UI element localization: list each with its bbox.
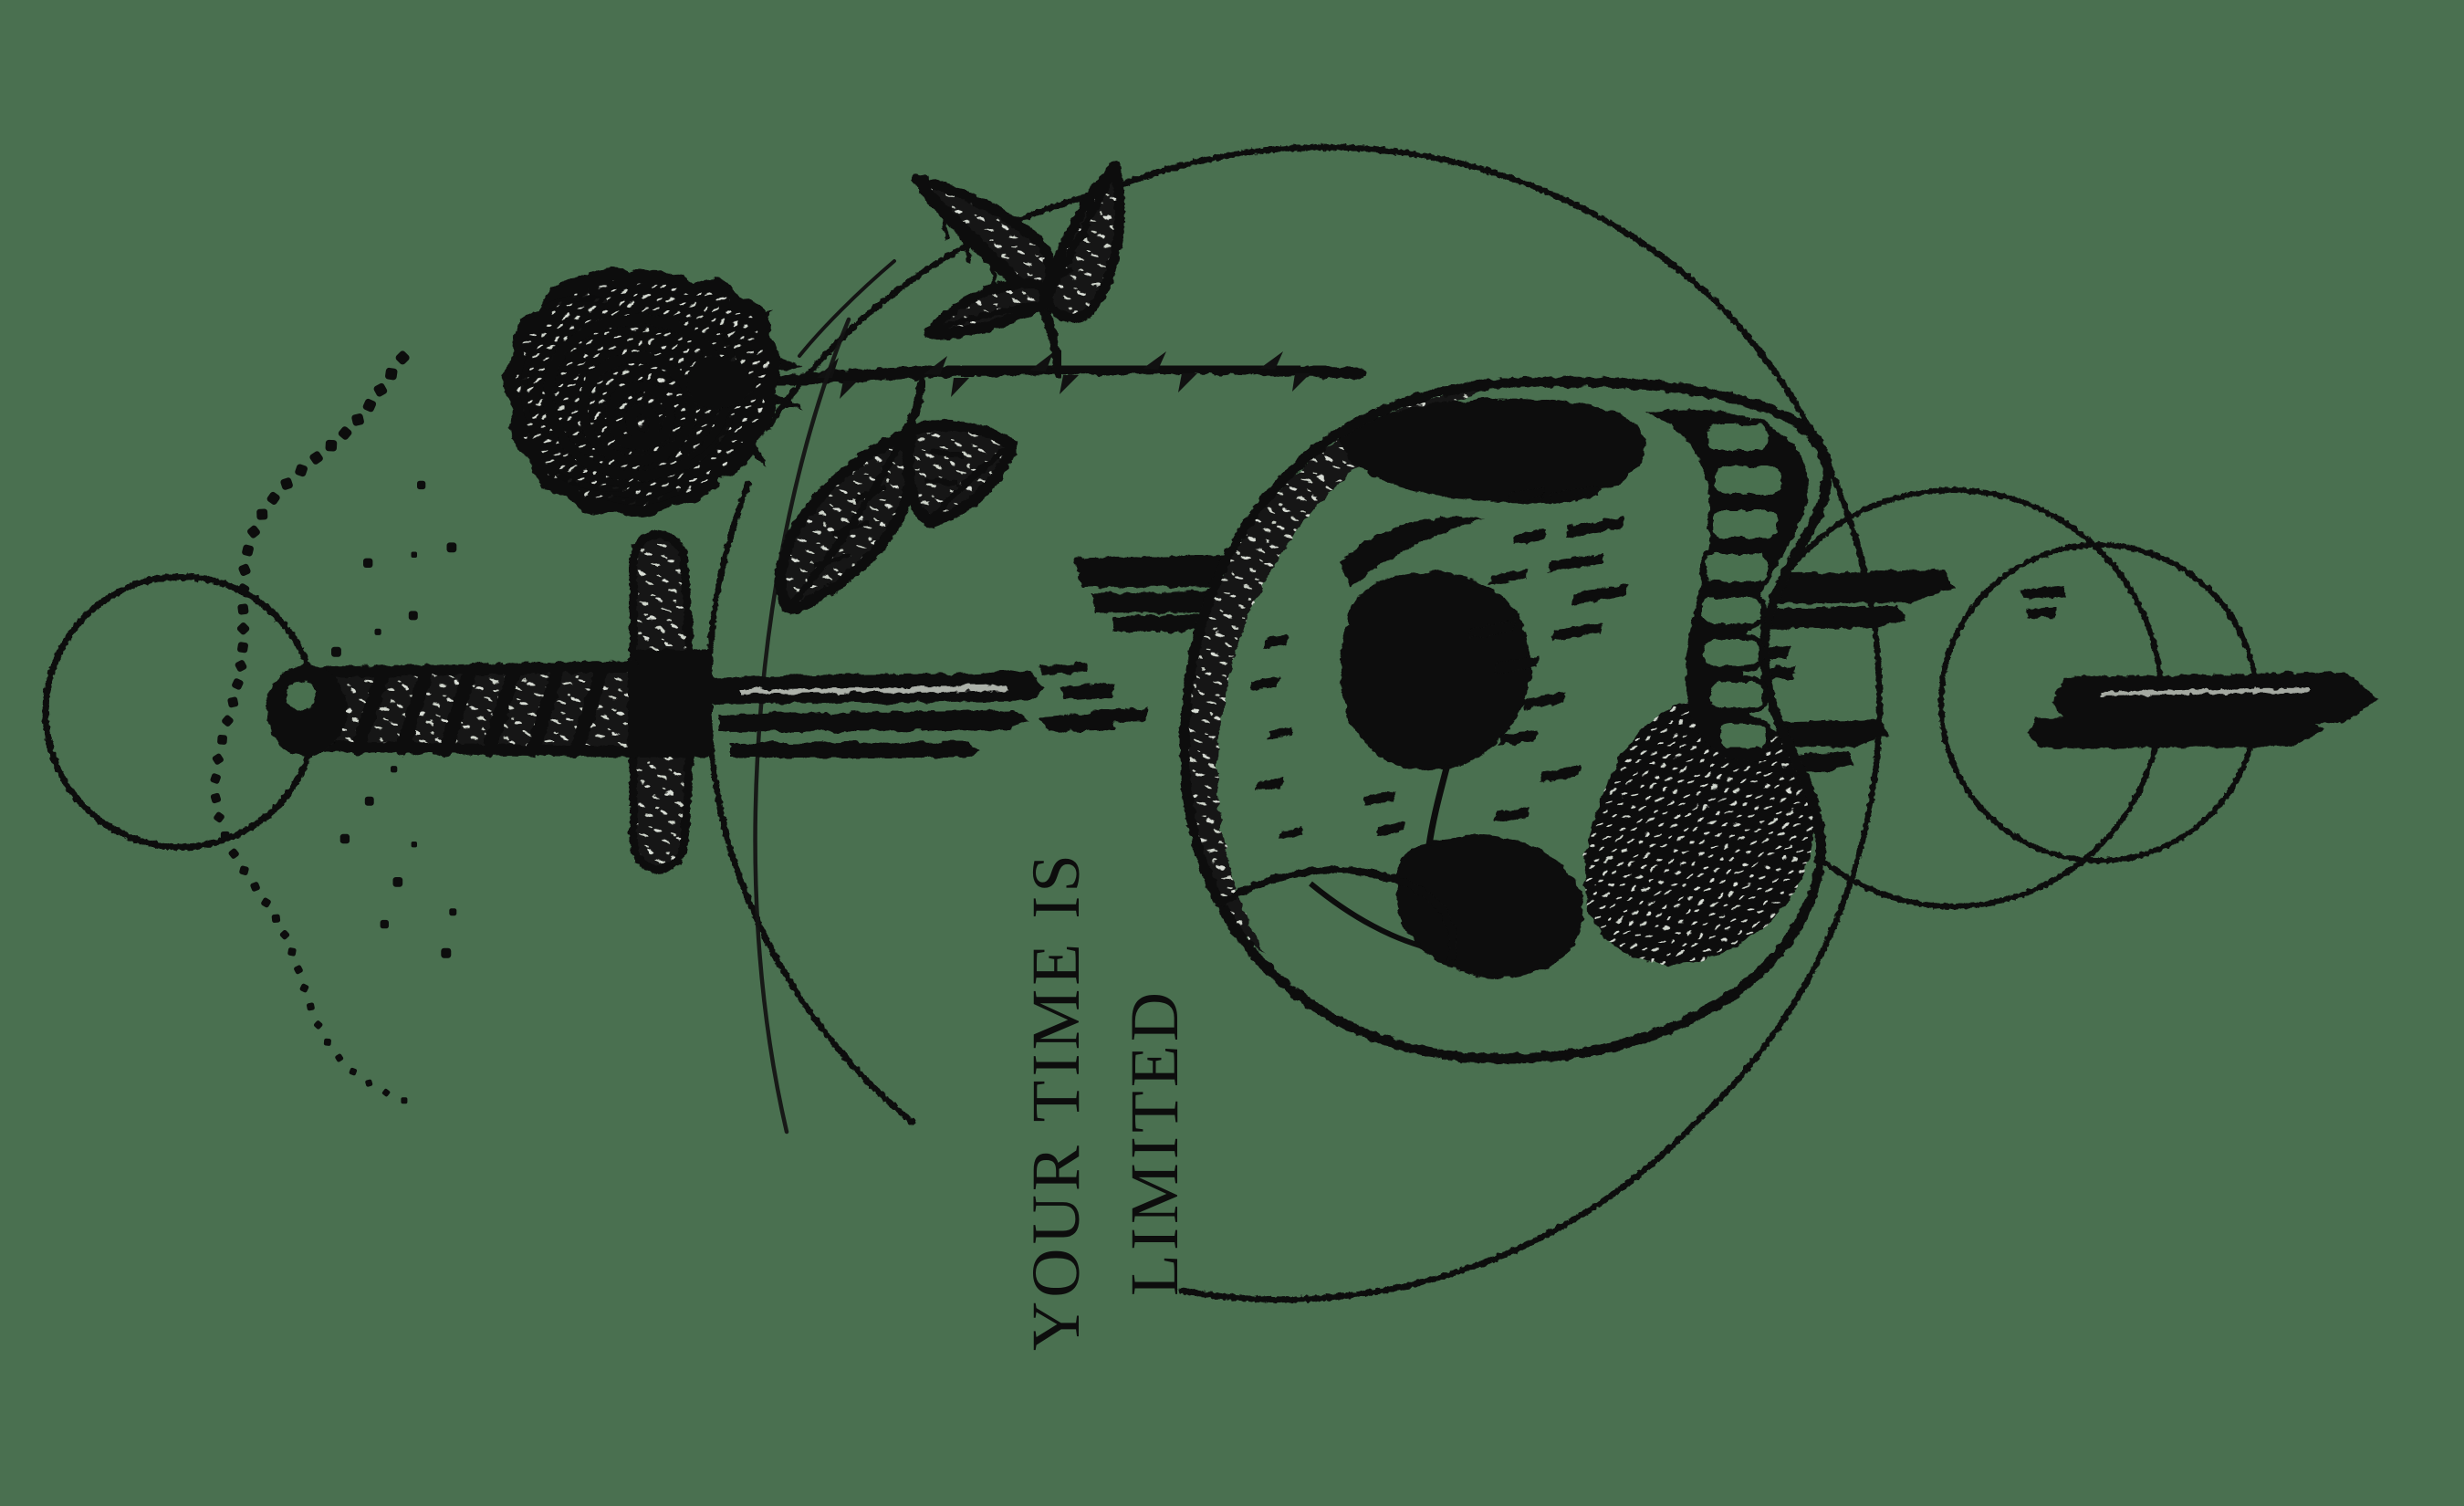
rose-blossom bbox=[503, 268, 803, 518]
skull bbox=[1179, 376, 1833, 1064]
dagger-blade-tip bbox=[2028, 672, 2378, 748]
dagger-crossguard bbox=[628, 530, 712, 873]
dagger bbox=[266, 530, 1045, 873]
dagger-pommel bbox=[266, 664, 347, 756]
dagger-wrapped-grip bbox=[296, 661, 639, 758]
dagger-blade bbox=[705, 672, 1045, 758]
leaf-cluster-upper bbox=[911, 161, 1125, 340]
skull-teeth bbox=[1644, 409, 1809, 762]
leaf-pair-lower bbox=[775, 420, 1018, 615]
